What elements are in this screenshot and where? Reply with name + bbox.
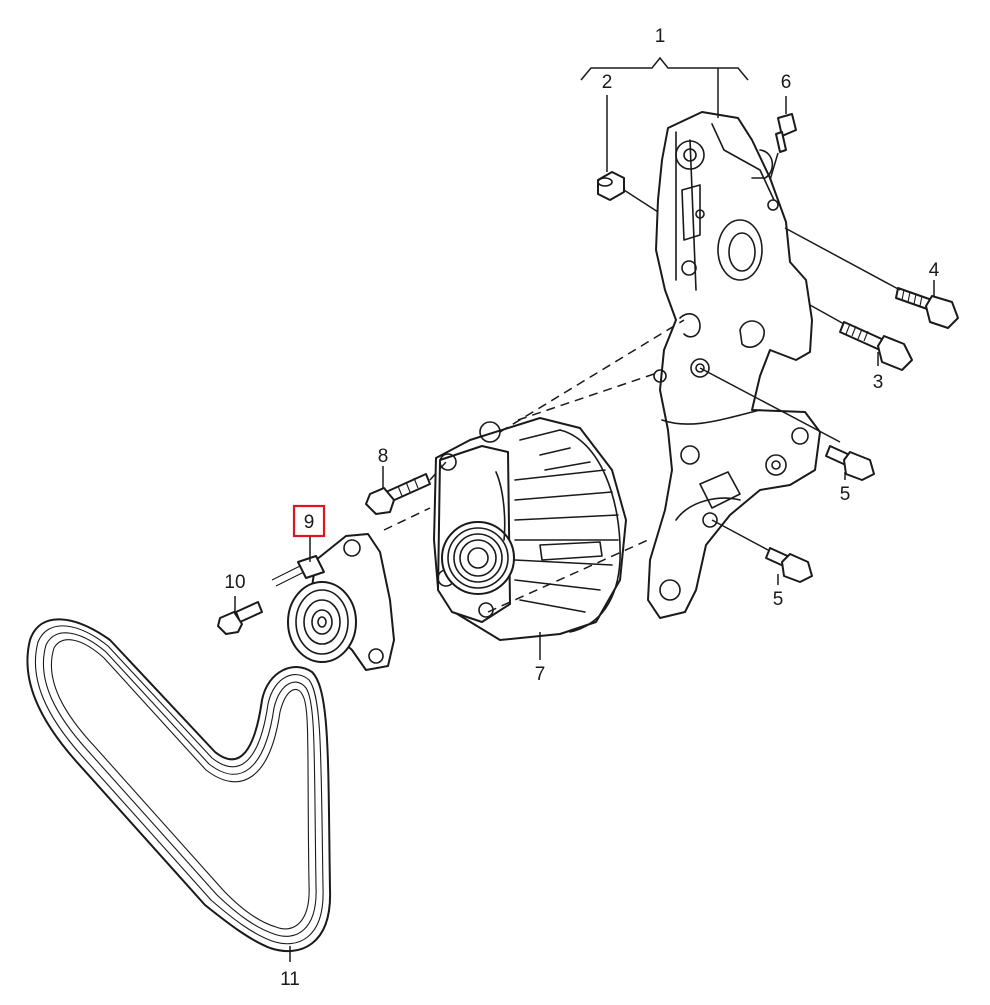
bolt-5-lower	[765, 547, 813, 583]
callout-5-upper: 5	[840, 484, 851, 505]
callout-3: 3	[873, 372, 884, 393]
alternator	[433, 417, 627, 641]
callout-11: 11	[280, 969, 300, 990]
alternator-bracket	[647, 111, 821, 619]
callout-2: 2	[602, 72, 613, 93]
bolt-10	[217, 601, 263, 635]
assembly-lines	[383, 319, 685, 613]
bolt-4	[895, 287, 959, 329]
callout-labels: 1 2 3 4 5 5 6 7 8 9 10 11	[224, 26, 939, 990]
belt-tensioner	[271, 533, 395, 671]
ribbed-v-belt	[26, 618, 332, 952]
callout-10: 10	[224, 572, 245, 593]
bushing	[597, 171, 625, 201]
callout-7: 7	[535, 664, 546, 685]
callout-4: 4	[929, 260, 940, 281]
leader-lines	[234, 56, 935, 962]
callout-6: 6	[781, 72, 792, 93]
callout-1: 1	[655, 26, 666, 47]
bolt-8	[365, 473, 431, 515]
callout-9-highlight-box	[292, 504, 326, 538]
bolt-3	[839, 321, 913, 371]
callout-9: 9	[304, 512, 315, 533]
stud	[769, 113, 797, 181]
bolt-5-upper	[825, 445, 875, 481]
callout-5-lower: 5	[773, 589, 784, 610]
callout-8: 8	[378, 446, 389, 467]
